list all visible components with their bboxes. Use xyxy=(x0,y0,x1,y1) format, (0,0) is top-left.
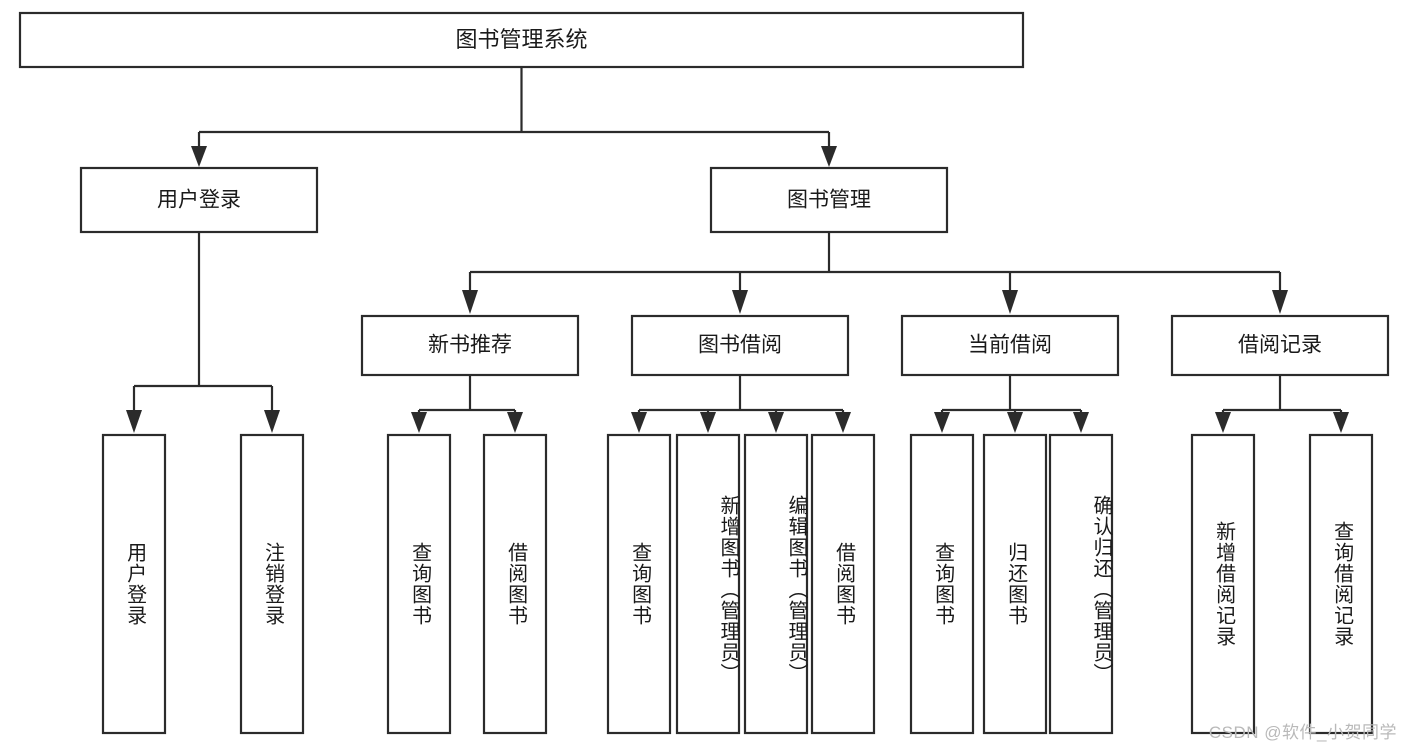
leaf-query-book-1-box[interactable] xyxy=(386,433,452,735)
node-borrow-record[interactable]: 借阅记录 xyxy=(1170,314,1390,377)
node-book-manage-box[interactable] xyxy=(709,166,949,234)
node-new-book-rec-box[interactable] xyxy=(360,314,580,377)
arrow-head-leaf-user-logout xyxy=(264,410,280,433)
leaf-borrow-book-1-box[interactable] xyxy=(482,433,548,735)
arrow-head-leaf-add-record xyxy=(1215,412,1231,433)
node-book-borrow-box[interactable] xyxy=(630,314,850,377)
arrow-head-leaf-borrow-book-2 xyxy=(835,412,851,433)
arrow-head-leaf-user-login xyxy=(126,410,142,433)
arrow-head-leaf-return-book xyxy=(1007,412,1023,433)
arrow-head-book-manage xyxy=(821,146,837,167)
node-book-manage[interactable]: 图书管理 xyxy=(709,166,949,234)
node-book-borrow[interactable]: 图书借阅 xyxy=(630,314,850,377)
node-new-book-rec-label: 新书推荐 xyxy=(428,334,512,357)
leaf-borrow-book-2-box[interactable] xyxy=(810,433,876,735)
arrow-head-leaf-query-book-2 xyxy=(631,412,647,433)
arrow-head-new-book-rec xyxy=(462,290,478,314)
node-borrow-record-box[interactable] xyxy=(1170,314,1390,377)
leaf-user-logout-box[interactable] xyxy=(239,433,305,735)
node-user-login-box[interactable] xyxy=(79,166,319,234)
node-root-box[interactable] xyxy=(18,11,1025,69)
csdn-watermark: CSDN @软件_小贺同学 xyxy=(1208,723,1397,742)
arrow-head-leaf-query-book-1 xyxy=(411,412,427,433)
node-current-borrow-box[interactable] xyxy=(900,314,1120,377)
arrow-head-leaf-add-book xyxy=(700,412,716,433)
node-user-login-label: 用户登录 xyxy=(157,189,241,212)
node-current-borrow-label: 当前借阅 xyxy=(968,334,1052,357)
arrow-head-leaf-query-record xyxy=(1333,412,1349,433)
node-root[interactable]: 图书管理系统 xyxy=(18,11,1025,69)
arrow-head-leaf-confirm-return xyxy=(1073,412,1089,433)
node-current-borrow[interactable]: 当前借阅 xyxy=(900,314,1120,377)
connector-layer xyxy=(126,67,1349,433)
arrow-head-current-borrow xyxy=(1002,290,1018,314)
node-book-manage-label: 图书管理 xyxy=(787,189,871,212)
node-user-login[interactable]: 用户登录 xyxy=(79,166,319,234)
arrow-head-leaf-query-book-3 xyxy=(934,412,950,433)
leaf-add-book-box[interactable] xyxy=(675,433,741,735)
node-borrow-record-label: 借阅记录 xyxy=(1238,334,1322,357)
leaf-query-book-2-box[interactable] xyxy=(606,433,672,735)
arrow-head-leaf-borrow-book-1 xyxy=(507,412,523,433)
node-root-label: 图书管理系统 xyxy=(455,27,587,52)
arrow-head-borrow-record xyxy=(1272,290,1288,314)
arrow-head-user-login xyxy=(191,146,207,167)
leaf-query-book-3-box[interactable] xyxy=(909,433,975,735)
leaf-add-record-box[interactable] xyxy=(1190,433,1256,735)
leaf-box-layer xyxy=(101,433,1374,735)
leaf-query-record-box[interactable] xyxy=(1308,433,1374,735)
leaf-user-login-box[interactable] xyxy=(101,433,167,735)
arrow-head-book-borrow xyxy=(732,290,748,314)
leaf-return-book-box[interactable] xyxy=(982,433,1048,735)
leaf-confirm-return-box[interactable] xyxy=(1048,433,1114,735)
node-new-book-rec[interactable]: 新书推荐 xyxy=(360,314,580,377)
arrow-head-leaf-edit-book xyxy=(768,412,784,433)
node-book-borrow-label: 图书借阅 xyxy=(698,334,782,357)
leaf-edit-book-box[interactable] xyxy=(743,433,809,735)
